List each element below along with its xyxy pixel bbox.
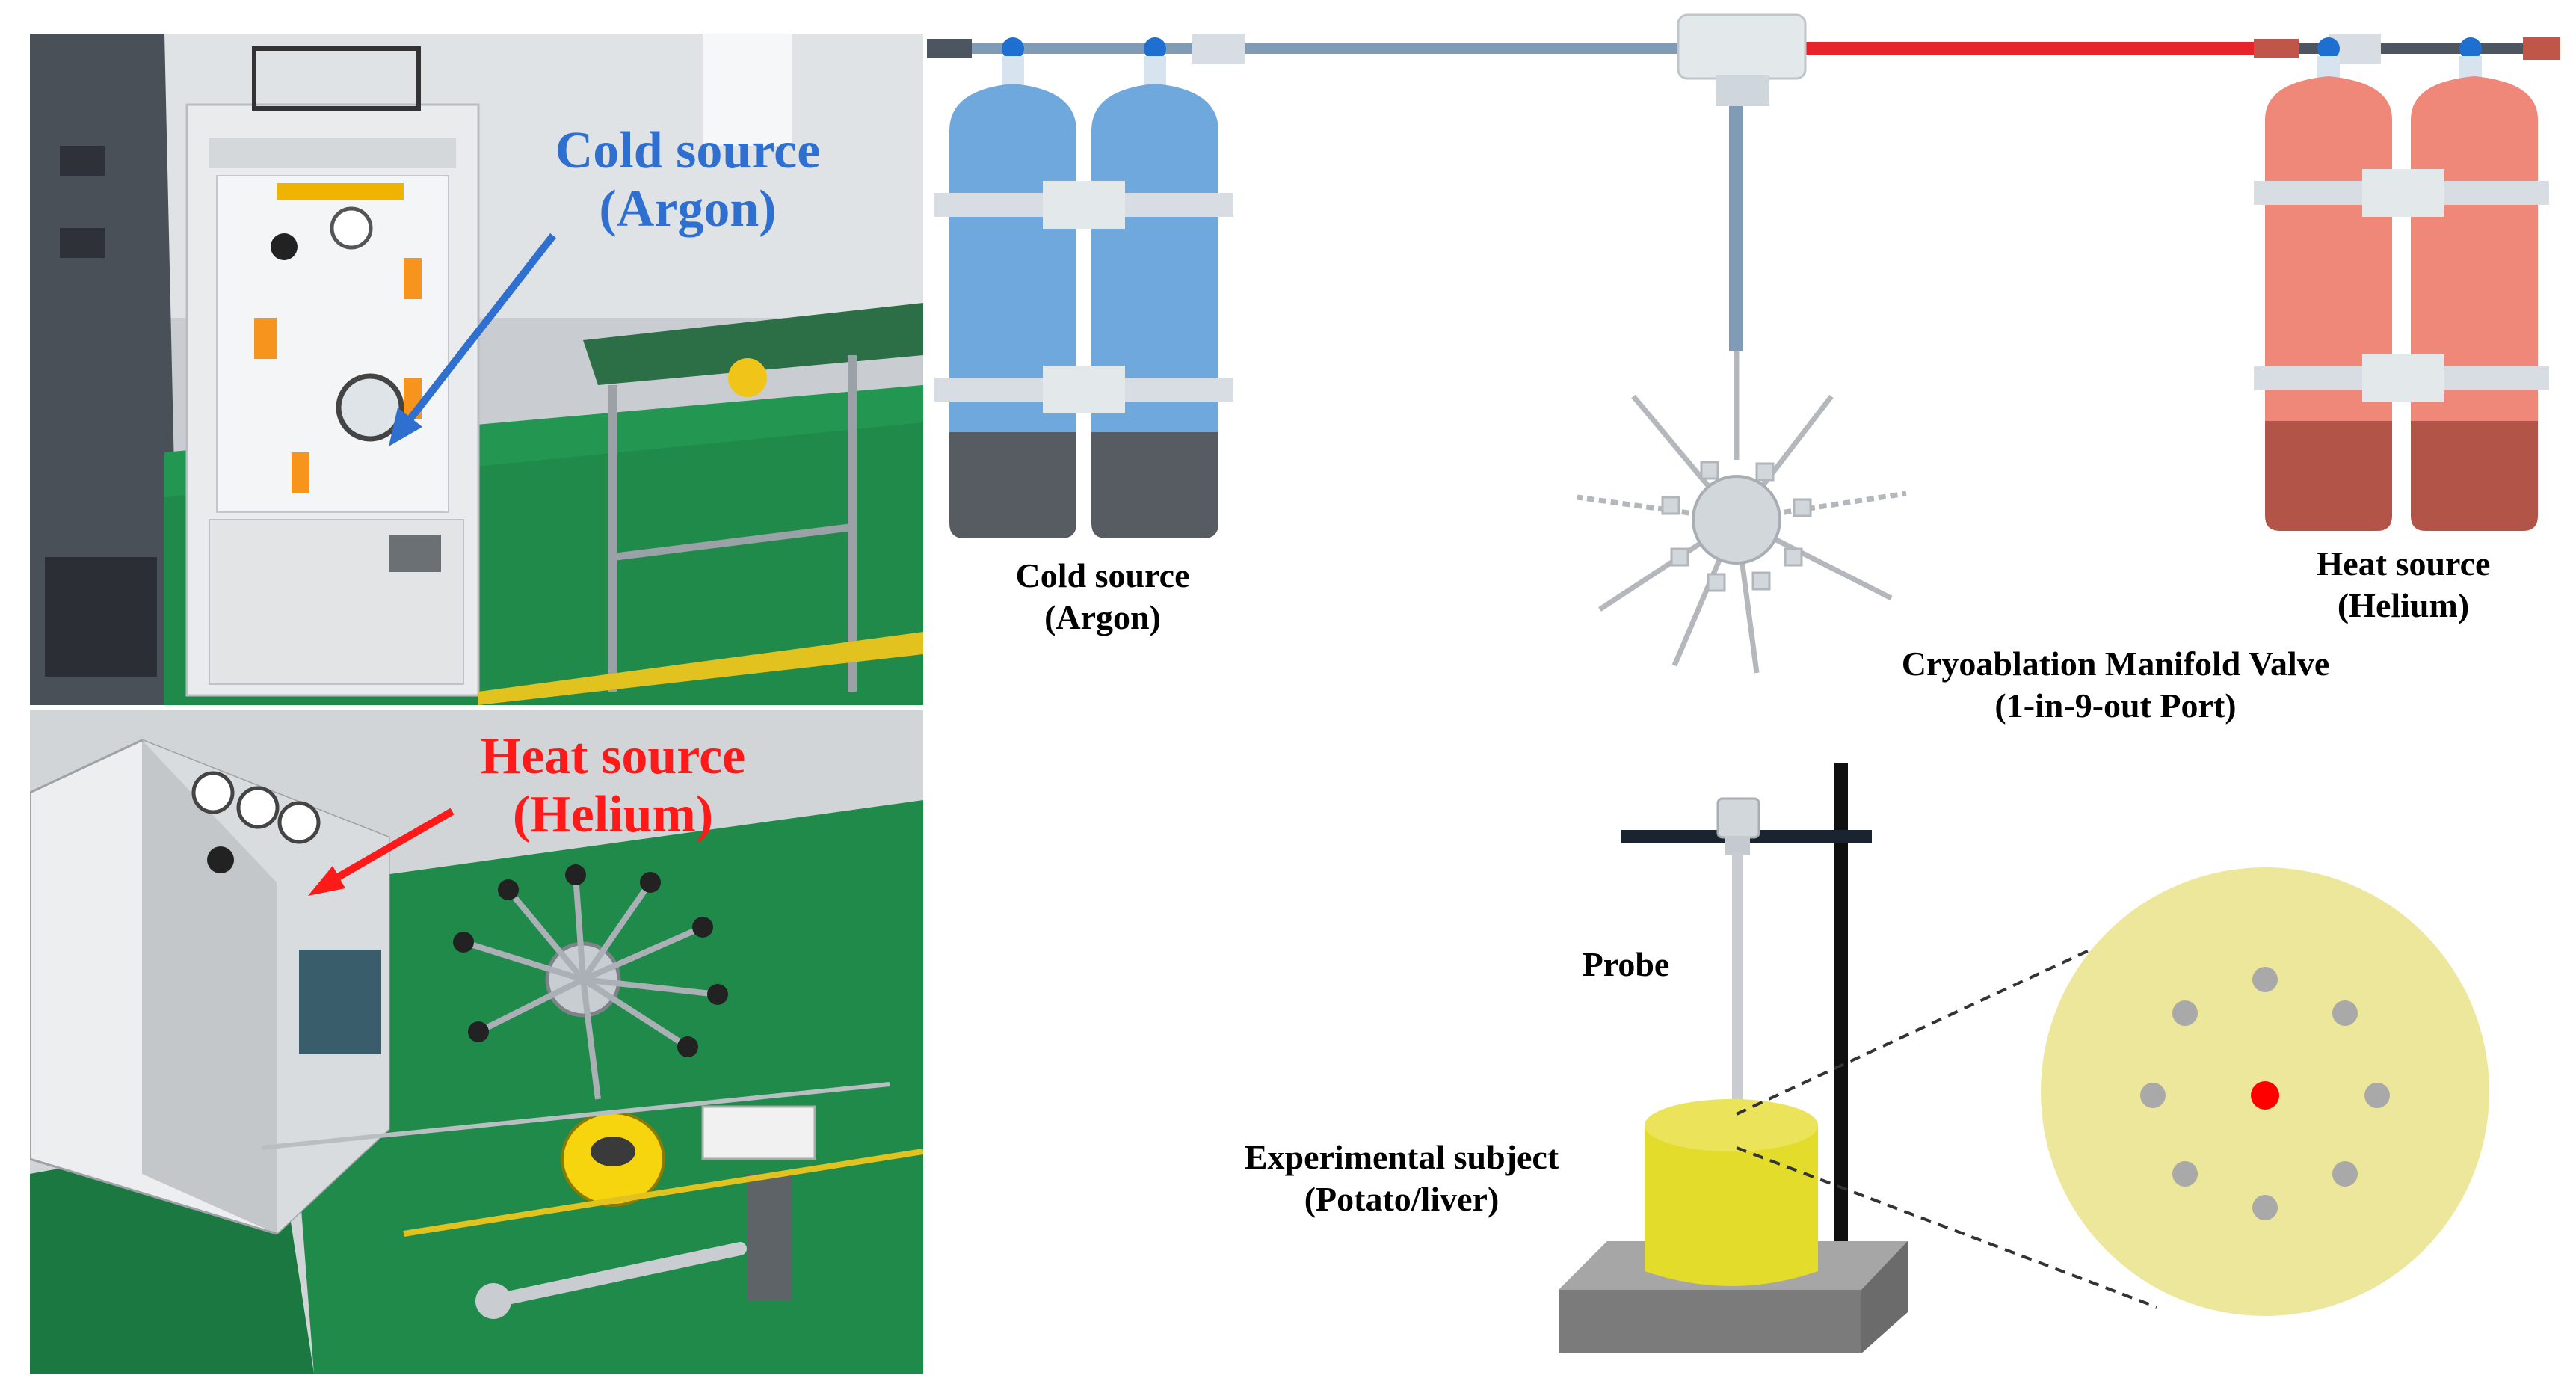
cold-gas-pipe <box>927 34 1753 351</box>
manifold-valve-label-line2: (1-in-9-out Port) <box>1994 686 2237 725</box>
heat-gas-pipe <box>1805 34 2560 64</box>
photo-cold-annotation-line2: (Argon) <box>599 180 777 239</box>
probe-point-bottom-left <box>2172 1161 2198 1187</box>
cold-source-label: Cold source (Argon) <box>934 555 1271 639</box>
probe-label-text: Probe <box>1582 945 1670 983</box>
photo-cold-annotation-line1: Cold source <box>555 122 821 179</box>
photo-heat-annotation-line1: Heat source <box>480 728 746 785</box>
probe-positions <box>2140 967 2390 1220</box>
heat-source-label-line1: Heat source <box>2316 544 2491 582</box>
valve-knobs <box>1002 37 2482 60</box>
photo-heat-source-image <box>30 710 923 1374</box>
photo-cold-source-annotation: Cold source (Argon) <box>493 122 882 239</box>
heat-source-cylinders <box>2254 56 2549 531</box>
zoom-dashed-lines <box>1736 923 2157 1309</box>
photo-heat-source-annotation: Heat source (Helium) <box>437 728 789 845</box>
manifold-valve-label: Cryoablation Manifold Valve (1-in-9-out … <box>1824 643 2407 727</box>
probe-point-center-active <box>2251 1081 2279 1110</box>
experimental-subject-label: Experimental subject (Potato/liver) <box>1174 1137 1630 1220</box>
probe-point-bottom-right <box>2332 1161 2358 1187</box>
probe-point-top-right <box>2332 1000 2358 1026</box>
probe-point-top <box>2252 967 2278 992</box>
cold-source-label-line1: Cold source <box>1015 556 1190 594</box>
probe-point-right <box>2364 1083 2390 1108</box>
probe-stand <box>1621 763 1872 1271</box>
manifold-valve-label-line1: Cryoablation Manifold Valve <box>1901 645 2330 683</box>
experimental-subject-label-line2: (Potato/liver) <box>1304 1180 1500 1219</box>
heat-source-label-line2: (Helium) <box>2337 586 2470 625</box>
experimental-subject-label-line1: Experimental subject <box>1244 1138 1559 1176</box>
probe-point-left <box>2140 1083 2166 1108</box>
cold-source-cylinders <box>934 56 1233 538</box>
photo-cold-source-image <box>30 34 923 705</box>
probe-label: Probe <box>1532 944 1719 985</box>
photo-heat-source-equipment: Heat source (Helium) <box>30 710 923 1374</box>
photo-heat-annotation-line2: (Helium) <box>512 786 714 844</box>
heat-source-label: Heat source (Helium) <box>2243 543 2564 627</box>
probe <box>1732 852 1743 1114</box>
tee-junction <box>1677 13 1807 106</box>
experimental-subject <box>1645 1099 1818 1286</box>
photo-cold-source-equipment: Cold source (Argon) <box>30 34 923 705</box>
cold-source-label-line2: (Argon) <box>1044 598 1161 637</box>
manifold-hub <box>1692 475 1781 565</box>
manifold-ports <box>1661 461 1812 592</box>
probe-point-bottom <box>2252 1195 2278 1220</box>
probe-point-top-left <box>2172 1000 2198 1026</box>
